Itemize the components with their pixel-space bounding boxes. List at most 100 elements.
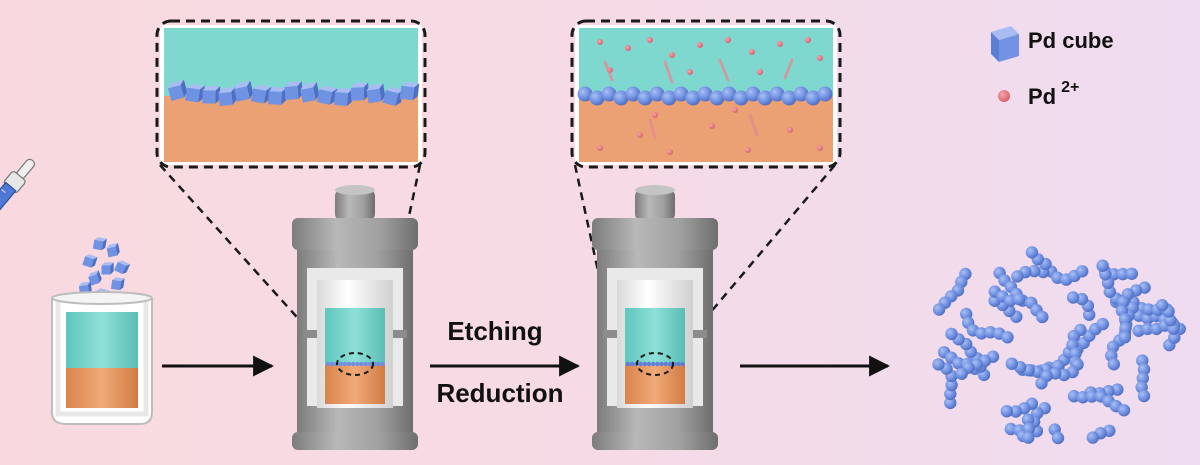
pd-nanoparticle bbox=[1076, 265, 1089, 278]
interface-particle bbox=[330, 361, 335, 367]
pd-nanoparticle bbox=[944, 396, 957, 410]
pd-sphere bbox=[613, 90, 629, 106]
pd-nanoparticle bbox=[1005, 357, 1018, 370]
pd-nanoparticle bbox=[1118, 331, 1132, 344]
pd-nanoparticle bbox=[1168, 331, 1181, 344]
pd-nanoparticle bbox=[1009, 405, 1022, 418]
pd-sphere bbox=[817, 86, 833, 102]
pd-nanoparticle bbox=[1035, 377, 1048, 390]
pd-sphere bbox=[637, 90, 653, 106]
pd-ion bbox=[667, 149, 673, 155]
pd-ion-icon bbox=[998, 90, 1010, 102]
pd-nanoparticle bbox=[1137, 389, 1151, 403]
pd-ion bbox=[805, 37, 811, 43]
reactor-2 bbox=[592, 185, 718, 450]
pd-sphere bbox=[685, 90, 701, 106]
pd-ion bbox=[597, 145, 603, 151]
interface-particle bbox=[338, 361, 343, 367]
cube bbox=[366, 83, 386, 104]
cube bbox=[218, 86, 237, 107]
cube bbox=[185, 83, 205, 103]
reactor-lid bbox=[592, 218, 718, 250]
reactor-knob bbox=[335, 190, 375, 220]
pd-sphere bbox=[805, 90, 821, 106]
interface-particle bbox=[625, 361, 631, 367]
pd-nanoparticle bbox=[1096, 259, 1109, 272]
pd-nanoparticle bbox=[1085, 390, 1099, 403]
pd-sphere bbox=[673, 86, 689, 102]
pd-nanoparticle bbox=[1155, 299, 1169, 312]
pd-nanoparticle bbox=[1036, 310, 1049, 324]
pd-nanoparticle bbox=[1028, 264, 1041, 278]
falling-cube bbox=[106, 242, 120, 258]
interface-particle bbox=[325, 361, 331, 367]
cube bbox=[300, 82, 320, 103]
pd-nanoparticle bbox=[945, 327, 958, 341]
cube bbox=[333, 87, 353, 107]
pd-ion bbox=[757, 69, 763, 75]
pd-nanoparticle bbox=[1025, 246, 1039, 259]
pd-nanoparticle bbox=[1142, 303, 1155, 316]
cube bbox=[234, 80, 254, 102]
pd-ion bbox=[732, 107, 738, 113]
pd-nanoparticle bbox=[1119, 322, 1132, 335]
beaker bbox=[51, 291, 153, 425]
pd-ion bbox=[817, 55, 823, 61]
pd-sphere bbox=[721, 86, 737, 102]
interface-particle bbox=[376, 361, 381, 367]
pd-sphere bbox=[577, 86, 593, 102]
falling-cube bbox=[114, 260, 131, 274]
pd-sphere bbox=[649, 86, 665, 102]
pd-nanoparticle bbox=[1107, 358, 1121, 371]
reactor-lid bbox=[292, 218, 418, 250]
interface-particle bbox=[655, 361, 660, 367]
pd-ion bbox=[669, 52, 675, 58]
interface-particle bbox=[359, 361, 364, 367]
reactor-base bbox=[292, 432, 418, 450]
step-label-reduction: Reduction bbox=[436, 378, 563, 408]
pd-nanoparticle bbox=[1011, 270, 1024, 283]
pd-sphere bbox=[697, 86, 713, 102]
pd-sphere bbox=[757, 90, 773, 106]
pd-nanoparticle bbox=[1086, 431, 1100, 444]
pd-sphere bbox=[745, 86, 761, 102]
pd-sphere bbox=[589, 90, 605, 106]
pd-ion bbox=[749, 49, 755, 55]
ion-trace bbox=[648, 118, 657, 140]
pd-nanoparticle bbox=[1076, 391, 1090, 404]
interface-particle bbox=[680, 361, 685, 367]
interface-particle bbox=[667, 361, 673, 367]
pd-ion bbox=[709, 123, 715, 129]
liquid-bottom bbox=[325, 364, 385, 404]
pd-nanoparticle bbox=[952, 357, 965, 370]
falling-cube bbox=[82, 254, 98, 268]
pd-sphere bbox=[793, 86, 809, 102]
interface-particle bbox=[342, 361, 347, 367]
interface-particle bbox=[367, 361, 373, 367]
pd-nanoparticle bbox=[932, 303, 946, 316]
inset-etching-layer bbox=[570, 19, 842, 169]
zoom-circle bbox=[336, 352, 374, 376]
pd-ion bbox=[647, 37, 653, 43]
interface-particle bbox=[630, 361, 635, 367]
pd-ion bbox=[687, 69, 693, 75]
pipette bbox=[0, 158, 36, 238]
pd-sphere bbox=[601, 86, 617, 102]
step-label-etching: Etching bbox=[447, 316, 542, 346]
interface-particle bbox=[646, 361, 652, 367]
pd-nanoparticle bbox=[1069, 347, 1082, 360]
pd-ion bbox=[625, 45, 631, 51]
pd-ion bbox=[745, 147, 751, 153]
pd-nanoparticle bbox=[1001, 331, 1014, 344]
pd-nanoparticle bbox=[1118, 313, 1132, 326]
pd-nanoparticle bbox=[1066, 291, 1080, 304]
pd-nanoparticle bbox=[932, 358, 945, 371]
interface-particle bbox=[380, 361, 385, 367]
legend-cube-label: Pd cube bbox=[1028, 28, 1114, 53]
pd-ion bbox=[637, 132, 643, 138]
cube bbox=[316, 85, 338, 105]
pd-sphere bbox=[625, 86, 641, 102]
cube bbox=[168, 79, 188, 101]
